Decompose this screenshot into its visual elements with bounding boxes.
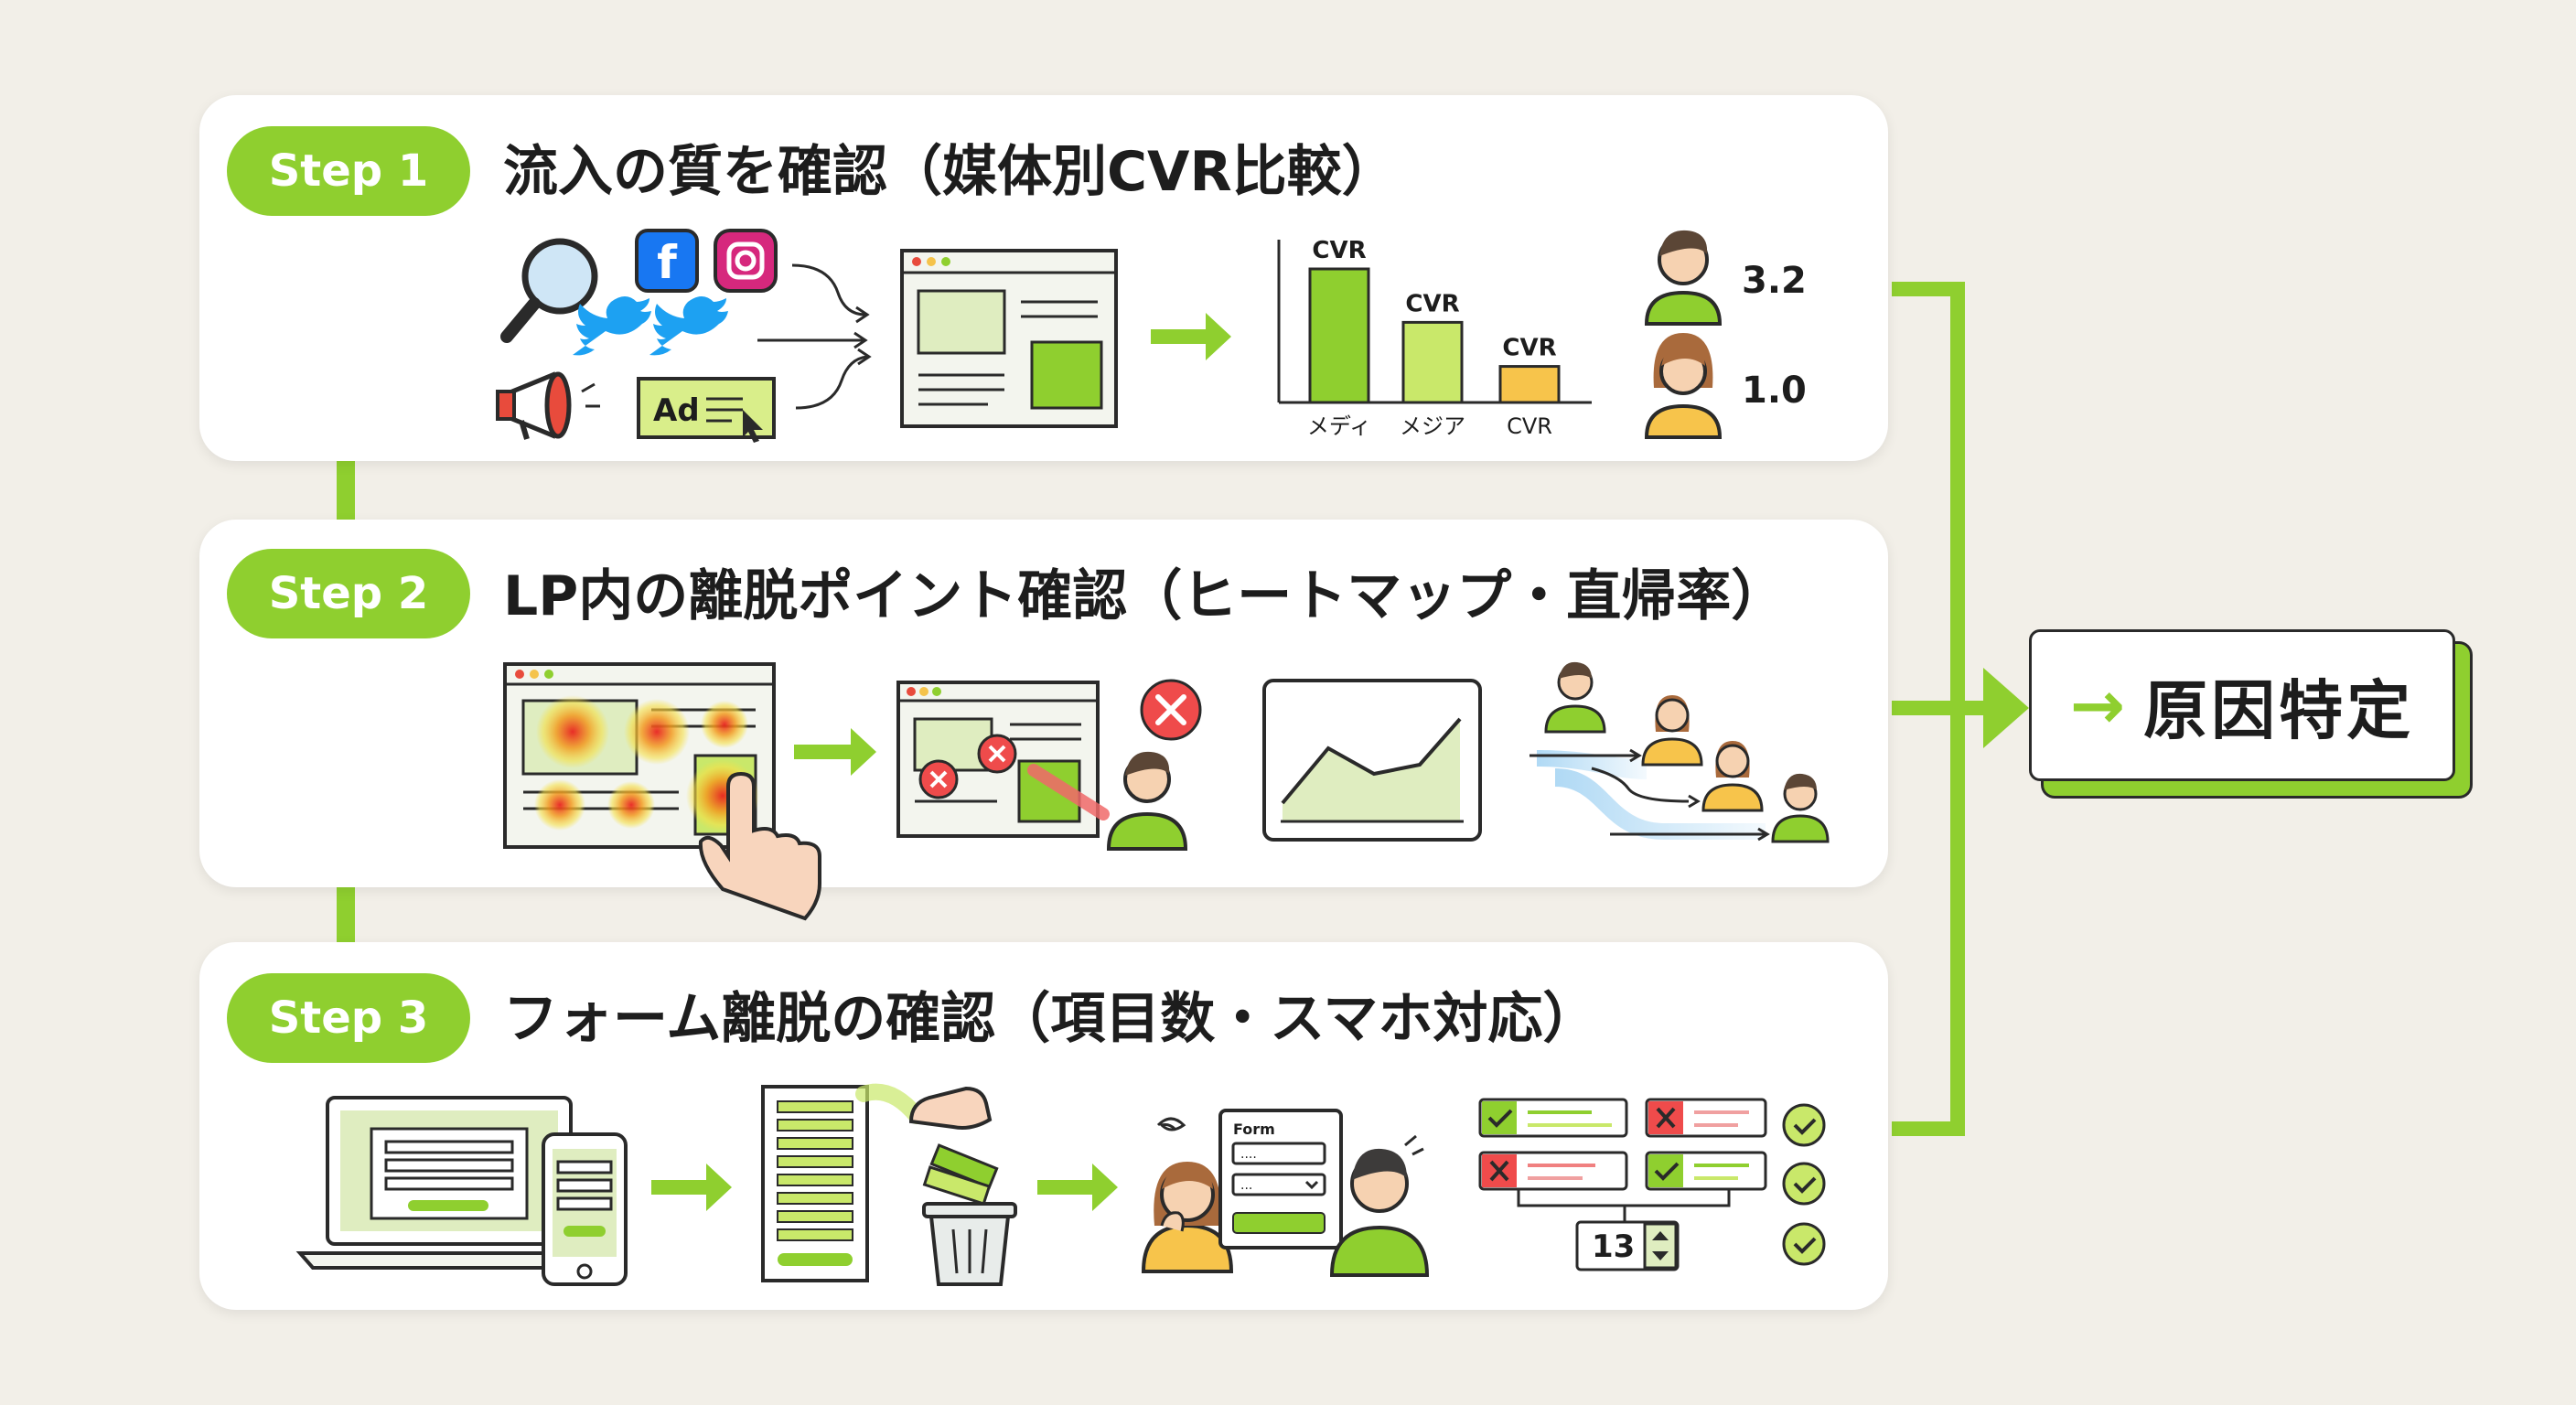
form-field-text: .... [1240,1147,1257,1162]
step3-title: フォーム離脱の確認（項目数・スマホ対応） [503,987,1598,1051]
checkmark-icon [1782,1162,1826,1206]
persona-female [1644,333,1723,439]
merge-arrow-head [1983,668,2029,748]
field-count: 13 [1592,1228,1635,1265]
flow-arrow-icon [651,1164,732,1211]
close-icon [1140,679,1202,741]
cvr-bar [1498,365,1561,404]
stepper-up-icon [1652,1231,1669,1240]
step1-badge: Step 1 [227,126,470,216]
long-form-icon [761,1085,869,1282]
result-box: → 原因特定 [2029,629,2455,781]
cvr-bar [1401,320,1464,404]
trash-can-icon [855,1083,1017,1286]
field-checklist: 13 [1478,1098,1767,1271]
traffic-arrows [757,263,872,410]
flow-arrow-icon [1037,1164,1118,1211]
svg-text:f: f [657,236,678,289]
cvr-bar-label: CVR [1312,237,1366,264]
landing-page-window [900,249,1118,428]
twitter-icon [573,296,651,356]
cvr-axis-label: CVR [1507,413,1552,439]
cvr-bar-label: CVR [1502,335,1556,362]
form-label: Form [1233,1121,1275,1138]
flow-arrow-icon [1151,313,1231,360]
step2-title: LP内の離脱ポイント確認（ヒートマップ・直帰率） [503,564,1787,628]
step3-badge: Step 3 [227,973,470,1063]
checkmark-icon [1782,1222,1826,1266]
ad-banner: Ad [637,377,776,443]
stepper-down-icon [1652,1251,1669,1260]
signup-form-mock: Form .... ... [1218,1109,1343,1249]
checkmark-icon [1782,1103,1826,1147]
cvr-bar-label: CVR [1405,290,1459,317]
chevron-down-icon [1304,1180,1319,1190]
smartphone-icon [542,1132,628,1286]
persona-value-2: 1.0 [1742,370,1807,412]
instagram-icon [714,229,778,293]
exit-point-window [896,681,1110,838]
magnifier-icon [500,238,598,343]
confused-user-female [1141,1117,1234,1273]
cvr-axis-label: メディ [1307,413,1371,439]
step2-badge: Step 2 [227,549,470,638]
pointing-hand-icon [698,771,821,921]
persona-male [1644,230,1723,326]
facebook-icon: f [635,229,699,293]
leaving-user-icon [1106,751,1188,851]
result-label: 原因特定 [2143,672,2415,748]
user-flow-dropoff [1530,661,1830,843]
ad-label: Ad [653,392,700,429]
cvr-bar-chart: CVR メディ CVR メジア CVR CVR [1277,237,1592,439]
megaphone-icon [496,371,600,440]
arrow-right-icon: → [2069,667,2126,744]
cursor-icon [743,410,763,443]
twitter-icon [649,296,728,356]
cvr-bar [1308,267,1370,404]
form-select-text: ... [1240,1178,1252,1193]
cvr-axis-label: メジア [1400,413,1465,439]
bounce-rate-chart [1262,679,1482,842]
flow-arrow-icon [794,728,876,776]
laptop-icon [295,1096,603,1270]
step1-title: 流入の質を確認（媒体別CVR比較） [503,140,1397,204]
persona-value-1: 3.2 [1742,260,1807,302]
frustrated-user-male [1329,1134,1430,1277]
